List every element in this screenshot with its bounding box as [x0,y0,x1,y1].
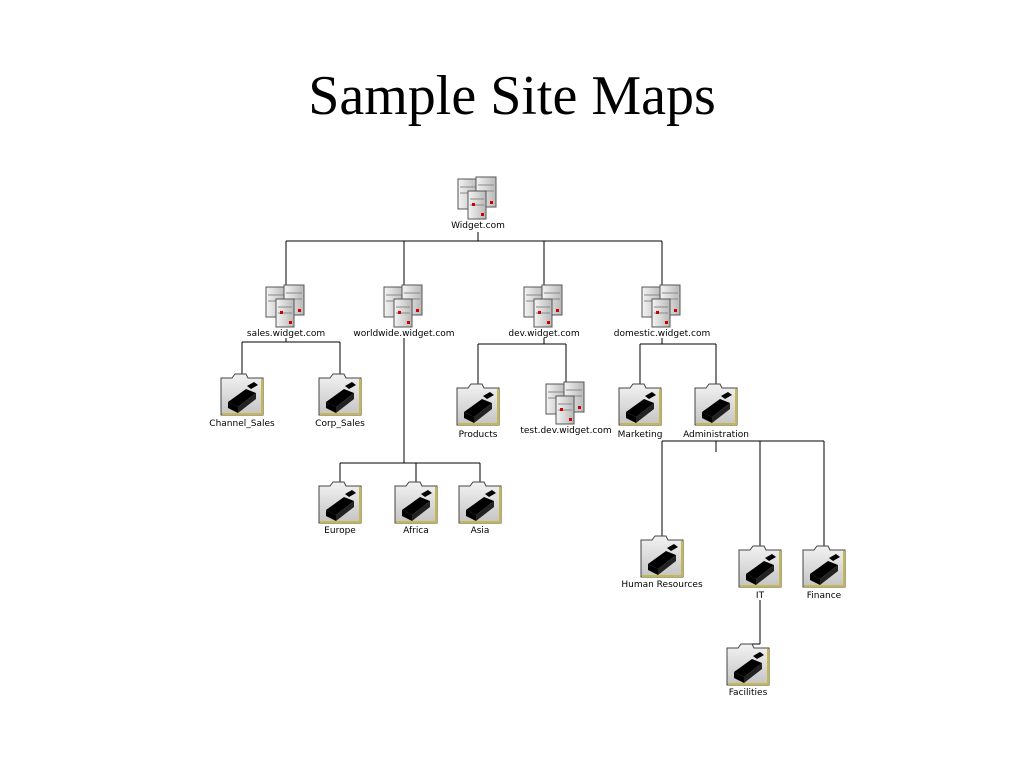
node-marketing[interactable]: Marketing [618,383,663,440]
server-icon [457,176,497,220]
node-hr[interactable]: Human Resources [621,535,703,590]
page-title: Sample Site Maps [308,65,716,127]
edges-layer [241,232,825,645]
folder-icon [318,481,362,524]
folder-icon [456,383,500,426]
node-label: domestic.widget.com [614,329,711,339]
node-africa[interactable]: Africa [394,481,438,536]
node-label: Corp_Sales [315,419,365,429]
node-label: worldwide.widget.com [353,329,454,339]
folder-icon [802,545,846,588]
node-testdev[interactable]: test.dev.widget.com [520,381,612,436]
server-icon [641,284,681,328]
folder-icon [394,481,438,524]
node-sales[interactable]: sales.widget.com [247,284,325,339]
node-label: Marketing [618,430,663,440]
node-label: Channel_Sales [209,419,275,429]
server-icon [383,284,423,328]
node-label: Facilities [729,688,768,698]
folder-icon [458,481,502,524]
node-label: Human Resources [621,580,703,590]
nodes-layer: Widget.com sales.widget.com worldwide.widg… [209,176,846,698]
node-label: Asia [471,526,490,536]
folder-icon [318,373,362,416]
node-label: sales.widget.com [247,329,325,339]
node-admin[interactable]: Administration [683,383,749,440]
folder-icon [640,535,684,578]
folder-icon [726,643,770,686]
node-worldwide[interactable]: worldwide.widget.com [353,284,455,339]
node-label: Widget.com [451,221,505,231]
node-it[interactable]: IT [738,545,782,601]
node-asia[interactable]: Asia [458,481,502,536]
node-label: test.dev.widget.com [520,426,611,436]
node-label: IT [756,591,765,601]
folder-icon [694,383,738,426]
node-europe[interactable]: Europe [318,481,362,536]
node-finance[interactable]: Finance [802,545,846,601]
node-products[interactable]: Products [456,383,500,440]
node-domestic[interactable]: domestic.widget.com [614,284,711,339]
node-label: dev.widget.com [508,329,579,339]
server-icon [523,284,563,328]
node-label: Europe [324,526,356,536]
node-dev[interactable]: dev.widget.com [508,284,580,339]
node-label: Administration [683,430,749,440]
node-label: Finance [807,591,842,601]
node-root[interactable]: Widget.com [451,176,505,231]
folder-icon [220,373,264,416]
node-channel[interactable]: Channel_Sales [209,373,275,429]
node-label: Africa [403,526,429,536]
folder-icon [738,545,782,588]
node-corp[interactable]: Corp_Sales [315,373,365,429]
folder-icon [618,383,662,426]
node-label: Products [459,430,498,440]
server-icon [265,284,305,328]
server-icon [545,381,585,425]
node-facilities[interactable]: Facilities [726,643,770,698]
